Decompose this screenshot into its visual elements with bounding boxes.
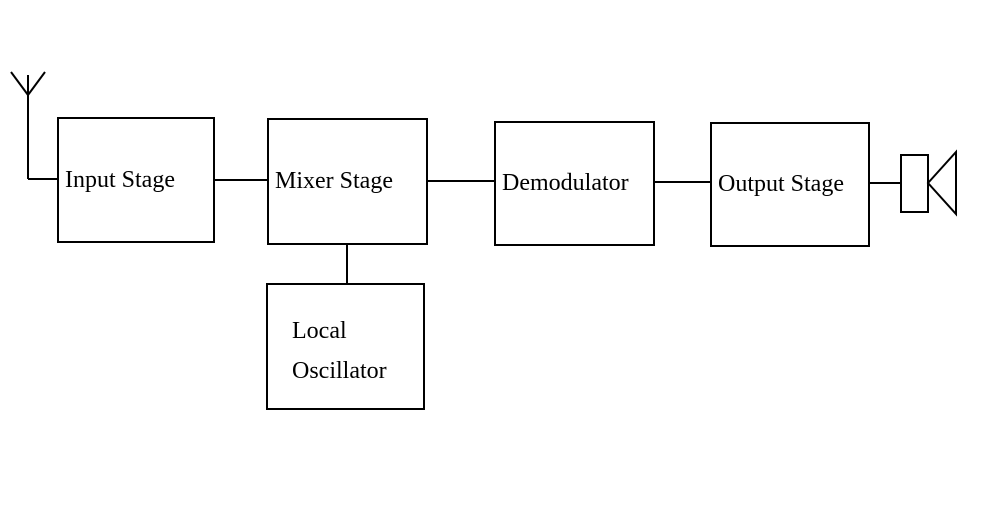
connector-demodulator-to-output	[655, 181, 710, 183]
block-mixer-stage-label: Mixer Stage	[275, 168, 393, 195]
block-input-stage: Input Stage	[57, 117, 215, 243]
speaker-icon	[900, 149, 957, 217]
connector-mixer-to-local-oscillator	[346, 245, 348, 283]
block-output-stage: Output Stage	[710, 122, 870, 247]
antenna-icon	[10, 71, 62, 180]
block-local-oscillator: Local Oscillator	[266, 283, 425, 410]
block-input-stage-label: Input Stage	[65, 166, 175, 193]
connector-mixer-to-demodulator	[428, 180, 494, 182]
connector-input-to-mixer	[215, 179, 267, 181]
connector-output-to-speaker	[870, 182, 900, 184]
block-output-stage-label: Output Stage	[718, 171, 844, 198]
block-local-oscillator-label: Local Oscillator	[292, 318, 387, 384]
block-demodulator: Demodulator	[494, 121, 655, 246]
block-demodulator-label: Demodulator	[502, 170, 629, 197]
block-mixer-stage: Mixer Stage	[267, 118, 428, 245]
